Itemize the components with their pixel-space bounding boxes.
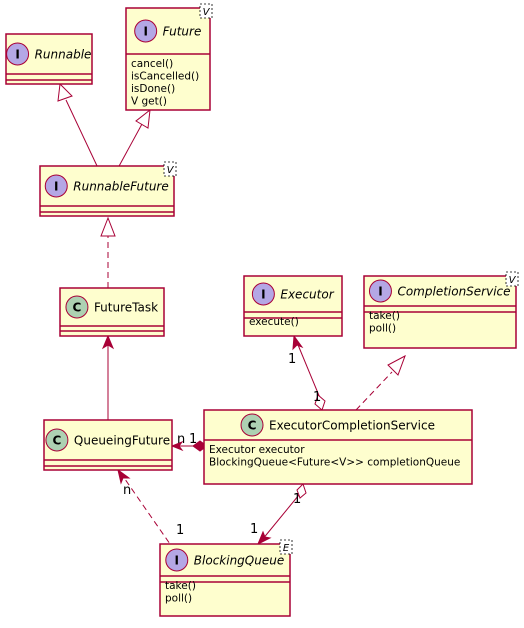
interface-badge-icon — [134, 19, 158, 43]
mult-executor-top: 1 — [288, 352, 296, 367]
edge-queueingfuture-dependency-blockingqueue — [117, 468, 171, 545]
member-item: isDone() — [131, 83, 175, 95]
member-item: execute() — [249, 316, 299, 328]
badge-letter: I — [175, 554, 179, 568]
edge-futuretask-implements-runnablefuture — [100, 216, 116, 288]
badge-letter: I — [143, 25, 147, 39]
member-item: BlockingQueue<Future<V>> completionQueue — [209, 457, 460, 469]
generic-parameter-box — [163, 161, 177, 177]
interface-badge-icon — [368, 279, 392, 303]
edge-ecs-aggregates-blockingqueue — [257, 483, 307, 546]
badge-letter: C — [73, 301, 82, 315]
edge-ecs-implements-completionservice — [355, 354, 406, 411]
mult-qf-n: n — [177, 432, 185, 447]
class-badge-icon — [240, 413, 264, 437]
edge-ecs-aggregates-executor — [292, 334, 326, 411]
badge-letter: I — [378, 285, 382, 299]
multiplicity-labels: 1 1 n 1 n 1 1 1 — [123, 352, 321, 538]
mult-bq-top-1: 1 — [250, 522, 258, 537]
interface-badge-icon — [165, 548, 189, 572]
member-item: take() — [369, 310, 400, 322]
node-name: Future — [163, 25, 202, 39]
node-name: Executor — [280, 288, 334, 302]
edge-queueingfuture-extends-futuretask — [101, 334, 115, 420]
node-name: RunnableFuture — [73, 180, 169, 194]
generic-parameter-box — [505, 271, 519, 287]
generic-parameter: V — [203, 7, 211, 18]
generic-parameter: V — [167, 165, 175, 176]
generic-parameter-box — [279, 539, 293, 555]
generic-parameter: E — [283, 543, 290, 554]
node-name: QueueingFuture — [74, 434, 170, 448]
mult-qf-1: 1 — [189, 432, 197, 447]
edge-runnablefuture-extends-runnable — [57, 82, 99, 169]
interface-badge-icon — [44, 174, 68, 198]
member-item: V get() — [131, 96, 167, 108]
badge-letter: I — [15, 48, 19, 62]
interface-badge-icon — [251, 282, 275, 306]
node-runnable-future: I RunnableFuture V — [39, 161, 177, 217]
relationships — [57, 82, 406, 546]
member-item: poll() — [369, 323, 396, 335]
member-item: isCancelled() — [131, 71, 199, 83]
node-name: CompletionService — [397, 285, 510, 299]
node-name: BlockingQueue — [194, 554, 284, 568]
class-badge-icon — [65, 295, 89, 319]
edge-runnablefuture-extends-future — [117, 108, 151, 169]
node-name: FutureTask — [94, 301, 158, 315]
badge-letter: C — [52, 434, 61, 448]
badge-letter: I — [261, 288, 265, 302]
member-item: Executor executor — [209, 444, 305, 456]
member-item: take() — [165, 580, 196, 592]
generic-parameter: V — [509, 275, 517, 286]
generic-parameter-box — [199, 3, 213, 19]
class-badge-icon — [45, 428, 69, 452]
member-item: poll() — [165, 593, 192, 605]
node-name: ExecutorCompletionService — [269, 419, 435, 433]
mult-bq-1: 1 — [176, 523, 184, 538]
node-runnable: I Runnable — [5, 33, 93, 85]
node-future-task: C FutureTask — [59, 287, 165, 337]
node-queueing-future: C QueueingFuture — [43, 419, 173, 471]
mult-executor-bottom: 1 — [313, 390, 321, 405]
node-executor: I Executor execute() — [243, 275, 343, 337]
interface-badge-icon — [6, 42, 30, 66]
mult-ecs-1: 1 — [293, 492, 301, 507]
badge-letter: C — [248, 419, 257, 433]
badge-letter: I — [54, 180, 58, 194]
member-item: cancel() — [131, 58, 173, 70]
node-name: Runnable — [35, 48, 92, 62]
mult-bq-n: n — [123, 483, 131, 498]
